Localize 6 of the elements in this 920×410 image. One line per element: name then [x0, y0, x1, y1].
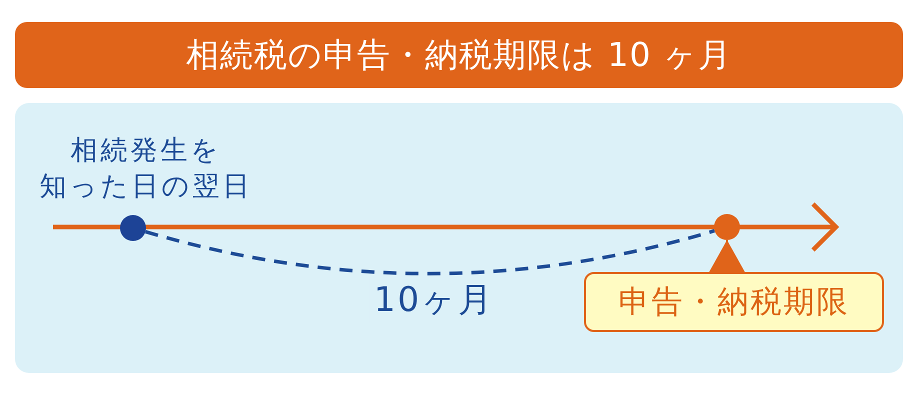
callout-text: 申告・納税期限: [618, 283, 850, 322]
callout-pointer: [708, 240, 746, 274]
node-caption: 相続発生を知った日の翌日: [40, 134, 252, 204]
dashed-curve: [145, 229, 715, 276]
callout-box: [584, 272, 884, 332]
title-banner: 相続税の申告・納税期限は 10 ヶ月: [15, 22, 903, 88]
